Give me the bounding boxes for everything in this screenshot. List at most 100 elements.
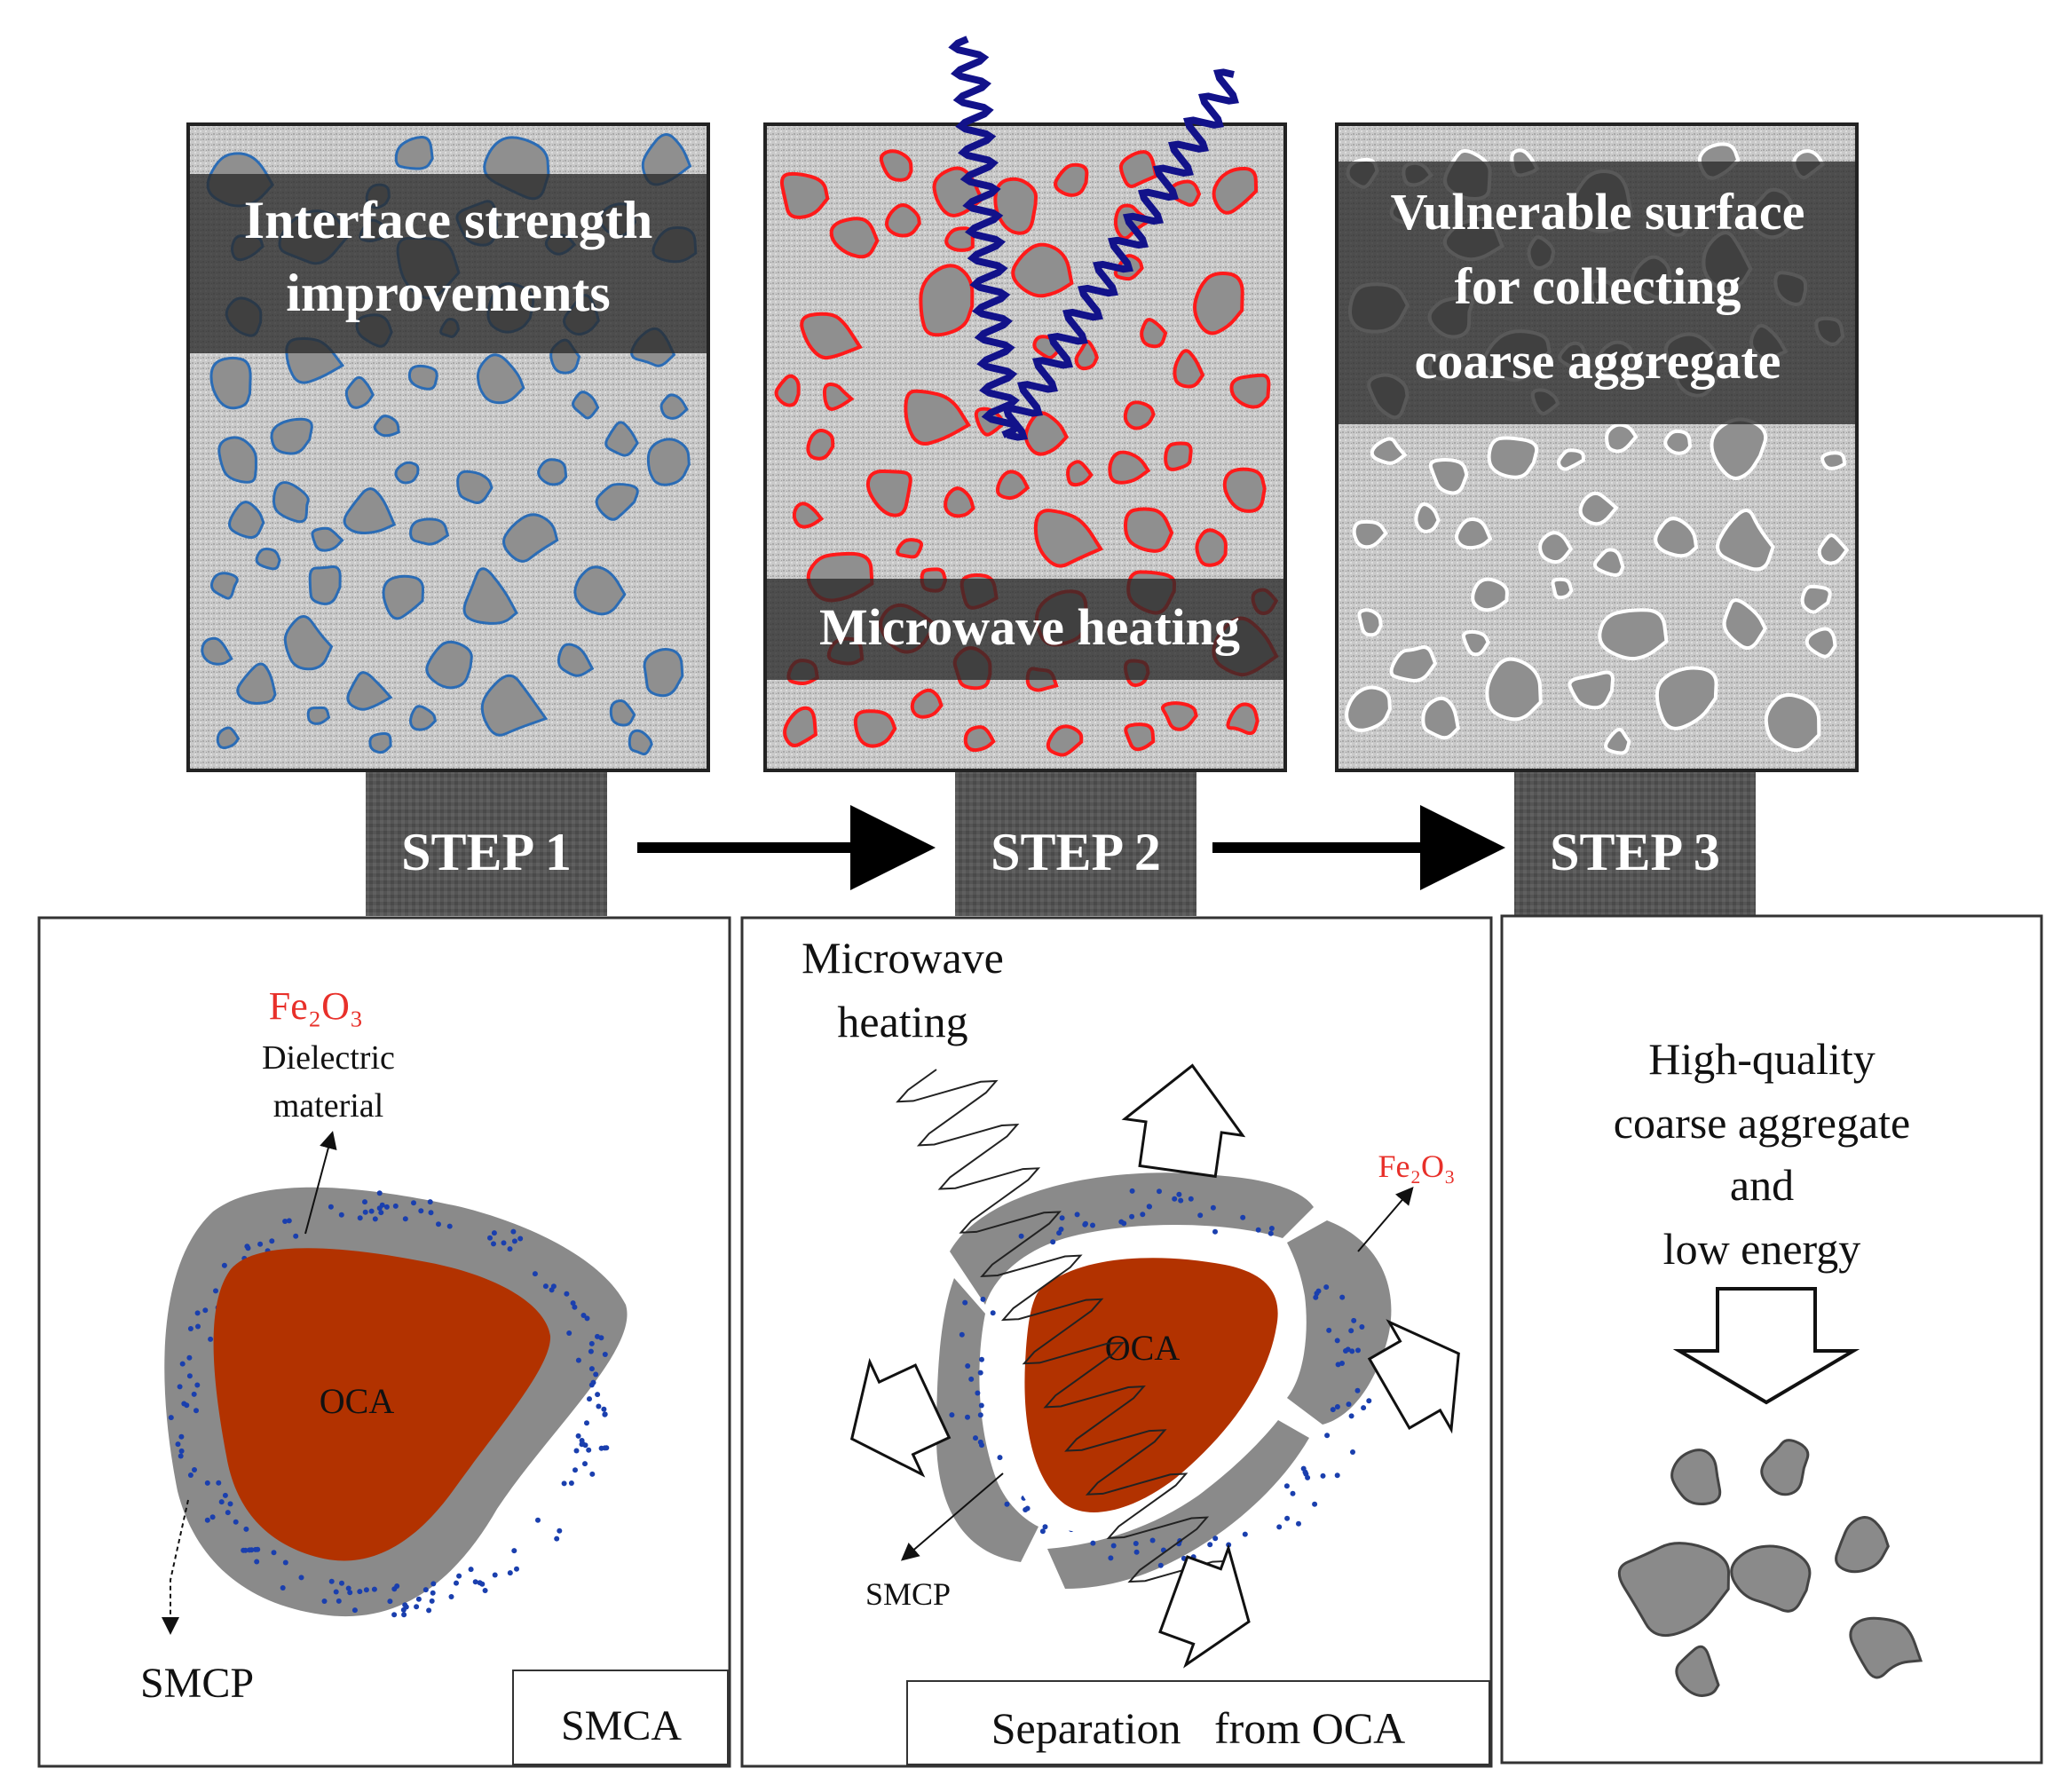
fe2o3-dot (1133, 1541, 1139, 1546)
fe2o3-dot (1133, 1549, 1140, 1555)
fe2o3-dot (208, 1336, 214, 1342)
fe2o3-dot (602, 1352, 608, 1357)
fe2o3-dot (980, 1296, 986, 1302)
fe2o3-dot (1343, 1348, 1348, 1354)
aggregate-particle (1654, 517, 1699, 558)
aggregate-particle (1849, 1616, 1923, 1679)
fe2o3-dot (1255, 1227, 1261, 1233)
fe2o3-dot (550, 1283, 557, 1290)
fe2o3-dot (573, 1448, 580, 1454)
fe2o3-dot (572, 1304, 578, 1310)
step2-banner (767, 579, 1283, 680)
bottom-panel-separation: Microwave heating OCA Fe₂O₃ SMCP Separat… (740, 916, 1493, 1768)
aggregate-particle (1820, 451, 1847, 470)
step3-banner-line2: for collecting (1455, 257, 1741, 315)
fe2o3-dot (400, 1606, 407, 1613)
fe2o3-dot (227, 1501, 233, 1507)
aggregate-particle (462, 567, 518, 625)
fe2o3-dot (216, 1480, 222, 1486)
fe2o3-dot (430, 1590, 436, 1596)
fe2o3-dot (1267, 1230, 1274, 1236)
microwave-label-line2: heating (837, 997, 967, 1046)
aggregate-particle (306, 706, 331, 725)
fe2o3-dot (448, 1594, 454, 1599)
dielectric-pointer (304, 1131, 337, 1235)
aggregate-particle (792, 501, 825, 529)
fe2o3-dot (247, 1547, 253, 1553)
fe2o3-dot (298, 1575, 304, 1581)
smcp-segment (950, 1172, 1314, 1305)
hollow-arrow-right (1367, 1319, 1460, 1434)
fe2o3-dot (492, 1572, 498, 1578)
fe2o3-dot (1350, 1449, 1355, 1455)
caption-separation: Separation from OCA (991, 1703, 1406, 1753)
fe2o3-dot (514, 1566, 519, 1572)
aggregate-particle (783, 706, 817, 747)
fe2o3-dot (491, 1241, 496, 1247)
fe2o3-dot (949, 1412, 955, 1418)
fe2o3-dot (282, 1559, 288, 1566)
fe2o3-dot (588, 1340, 595, 1346)
fe2o3-dot (568, 1480, 574, 1486)
fe2o3-dot (1313, 1294, 1319, 1300)
fe2o3-dot (1042, 1524, 1048, 1530)
fe2o3-dot (1354, 1387, 1361, 1393)
fe2o3-dot (243, 1526, 249, 1532)
aggregate-particle (537, 458, 568, 486)
aggregate-particle (407, 364, 438, 391)
aggregate-particle (1033, 509, 1104, 568)
fe2o3-dot (372, 1216, 378, 1222)
aggregate-particle (853, 709, 897, 748)
aggregate-particle (1675, 1645, 1720, 1697)
fe2o3-dot (1023, 1507, 1029, 1512)
aggregate-particle (659, 393, 689, 420)
fe2o3-dot (582, 1461, 588, 1467)
fe2o3-dot (1082, 1221, 1088, 1228)
fe2o3-dot (590, 1379, 596, 1385)
aggregate-particle (216, 726, 241, 749)
fe2o3-dot (178, 1448, 185, 1454)
fe2o3-dot (979, 1356, 984, 1362)
aggregate-particle (1471, 577, 1509, 612)
aggregate-particle (904, 389, 971, 446)
aggregate-particle (1654, 666, 1718, 730)
aggregate-particle (373, 414, 400, 438)
fe2o3-dot (1210, 1204, 1216, 1211)
fe2o3-dot (1157, 1188, 1162, 1195)
aggregate-particle (1804, 627, 1837, 659)
fe2o3-dot (1305, 1474, 1311, 1480)
fe2o3-dot (254, 1559, 260, 1565)
aggregate-particle (1598, 608, 1669, 661)
fe2o3-dot (602, 1411, 608, 1417)
fe2o3-dot (588, 1348, 594, 1354)
fe2o3-dot (566, 1330, 573, 1336)
aggregate-particle (1195, 528, 1228, 567)
fe2o3-dot (1334, 1472, 1340, 1479)
fe2o3-dot (517, 1235, 524, 1242)
aggregate-particle (1352, 519, 1388, 549)
fe2o3-dot (602, 1445, 608, 1451)
fe2o3-dot (487, 1235, 493, 1241)
result-text-line3: and (1730, 1160, 1794, 1210)
aggregate-particle (628, 729, 653, 756)
aggregate-particle (1023, 411, 1070, 456)
aggregate-particle (425, 640, 473, 690)
smcp-label: SMCP (140, 1660, 254, 1707)
fe2o3-dot (253, 1546, 258, 1552)
fe2o3-dot (973, 1435, 978, 1441)
fe2o3-dot (979, 1442, 984, 1449)
smcp-pointer (900, 1472, 1004, 1561)
fe2o3-dot (561, 1480, 567, 1487)
fe2o3-dot (192, 1467, 197, 1472)
fe2o3-dot (1320, 1472, 1326, 1479)
fe2o3-dot (202, 1307, 209, 1314)
aggregate-particle (1568, 670, 1615, 710)
smcp-label: SMCP (865, 1576, 951, 1612)
aggregate-particle (228, 501, 265, 540)
fe2o3-dot (575, 1433, 581, 1439)
aggregate-particle (1108, 450, 1151, 485)
aggregate-particle (800, 312, 863, 360)
aggregate-particle (595, 483, 639, 521)
fe2o3-dot (1146, 1204, 1152, 1210)
